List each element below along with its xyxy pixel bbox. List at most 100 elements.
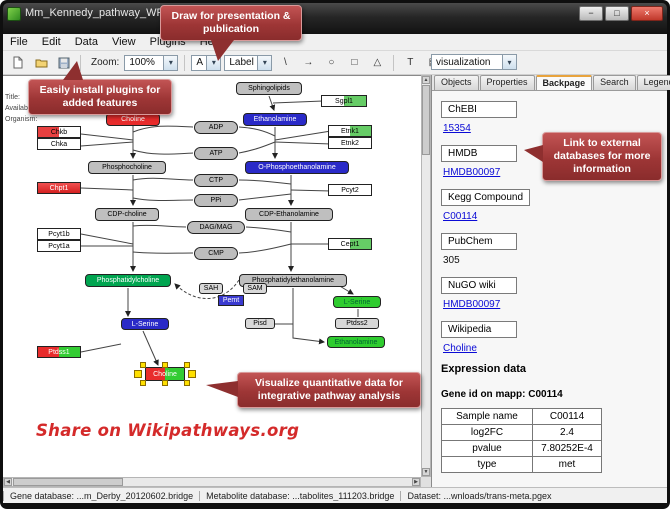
pathway-node-cmp[interactable]: CMP xyxy=(194,247,238,260)
pathway-node-pcyt1b[interactable]: Pcyt1b xyxy=(37,228,81,240)
scroll-up-icon[interactable]: ▲ xyxy=(422,76,430,84)
vertical-scrollbar[interactable]: ▲ ▼ xyxy=(421,75,431,477)
pathway-node-cept1[interactable]: Cept1 xyxy=(328,238,372,250)
scrollbar-corner xyxy=(421,477,431,487)
pathway-node-pcyt2[interactable]: Pcyt2 xyxy=(328,184,372,196)
minimize-button[interactable]: − xyxy=(579,6,603,21)
oval-tool-button[interactable]: ○ xyxy=(321,53,341,73)
chevron-down-icon[interactable] xyxy=(502,55,516,69)
callout-pointer-left-icon xyxy=(206,381,238,397)
tab-search[interactable]: Search xyxy=(593,75,636,90)
pathway-edges xyxy=(80,95,359,366)
statusbar: Gene database: ...m_Derby_20120602.bridg… xyxy=(3,487,667,503)
wikipedia-link[interactable]: Choline xyxy=(443,343,477,354)
chevron-down-icon[interactable] xyxy=(257,55,272,70)
tab-legend[interactable]: Legend xyxy=(636,75,670,90)
selection-handle[interactable] xyxy=(162,380,168,386)
pathway-node-chkb[interactable]: Chkb xyxy=(37,126,81,138)
pathway-node-phosphatidylcholine[interactable]: Phosphatidylcholine xyxy=(85,274,171,287)
pathway-node-ethanolamine[interactable]: Ethanolamine xyxy=(243,113,307,126)
pathway-node-pcyt1a[interactable]: Pcyt1a xyxy=(37,240,81,252)
table-cell: C00114 xyxy=(532,408,602,425)
selection-handle[interactable] xyxy=(184,380,190,386)
pathway-node-phosphocholine[interactable]: Phosphocholine xyxy=(88,161,166,174)
vertical-scroll-thumb[interactable] xyxy=(422,85,430,155)
pathway-node-atp[interactable]: ATP xyxy=(194,147,238,160)
selection-handle[interactable] xyxy=(134,370,142,378)
nugo-link[interactable]: HMDB00097 xyxy=(443,299,501,310)
expression-data-title: Expression data xyxy=(441,363,526,375)
hmdb-link[interactable]: HMDB00097 xyxy=(443,167,501,178)
oval-icon: ○ xyxy=(328,57,335,68)
tab-objects[interactable]: Objects xyxy=(434,75,479,90)
tab-properties[interactable]: Properties xyxy=(479,75,535,90)
pathway-node-sgpl1[interactable]: Sgpl1 xyxy=(321,95,367,107)
pathway-node-adp[interactable]: ADP xyxy=(194,121,238,134)
callout-plugins: Easily install plugins for added feature… xyxy=(28,61,172,116)
pathway-node-pisd[interactable]: Pisd xyxy=(245,318,275,329)
pathway-node-o-phosphoethanolamine[interactable]: O-Phosphoethanolamine xyxy=(245,161,349,174)
table-cell: pvalue xyxy=(441,440,533,457)
menu-file[interactable]: File xyxy=(10,36,28,48)
arrow-tool-button[interactable]: → xyxy=(298,53,318,73)
pathway-node-l-serine[interactable]: L-Serine xyxy=(333,296,381,308)
menu-data[interactable]: Data xyxy=(74,36,98,48)
pathway-canvas[interactable]: Title: Availability: Organism: xyxy=(3,75,421,477)
open-file-button[interactable] xyxy=(31,53,51,73)
label-combobox[interactable]: Label xyxy=(224,54,273,71)
new-file-icon xyxy=(13,56,23,69)
horizontal-scroll-thumb[interactable] xyxy=(13,478,123,486)
pathway-node-chka[interactable]: Chka xyxy=(37,138,81,150)
callout-draw: Draw for presentation & publication xyxy=(160,5,302,62)
selection-handle[interactable] xyxy=(188,370,196,378)
pathway-node-etnk2[interactable]: Etnk2 xyxy=(328,137,372,149)
callout-pointer-down-icon xyxy=(211,40,234,62)
pathway-node-etnk1[interactable]: Etnk1 xyxy=(328,125,372,137)
menu-edit[interactable]: Edit xyxy=(41,36,61,48)
pathway-node-l-serine[interactable]: L-Serine xyxy=(121,318,169,330)
table-cell: 2.4 xyxy=(532,424,602,441)
line-tool-button[interactable]: \ xyxy=(275,53,295,73)
pathway-node-ppi[interactable]: PPi xyxy=(194,194,238,207)
pathway-node-pemt[interactable]: Pemt xyxy=(218,295,244,306)
gene-id-line: Gene id on mapp: C00114 xyxy=(441,389,563,400)
maximize-button[interactable]: □ xyxy=(605,6,629,21)
scroll-left-icon[interactable]: ◀ xyxy=(4,478,12,486)
pathway-node-chpt1[interactable]: Chpt1 xyxy=(37,182,81,194)
selection-handle[interactable] xyxy=(140,362,146,368)
zoom-combobox[interactable]: 100% xyxy=(124,54,179,71)
scroll-right-icon[interactable]: ▶ xyxy=(412,478,420,486)
pathway-node-sah[interactable]: SAH xyxy=(199,283,223,294)
pathway-node-sam[interactable]: SAM xyxy=(243,283,267,294)
pathway-node-choline[interactable]: Choline xyxy=(145,367,185,381)
chebi-link[interactable]: 15354 xyxy=(443,123,471,134)
table-cell: 7.80252E-4 xyxy=(532,440,602,457)
close-button[interactable]: × xyxy=(631,6,663,21)
selection-handle[interactable] xyxy=(184,362,190,368)
tab-backpage[interactable]: Backpage xyxy=(535,75,593,90)
pathway-node-ethanolamine[interactable]: Ethanolamine xyxy=(327,336,385,348)
scroll-down-icon[interactable]: ▼ xyxy=(422,468,430,476)
pathway-node-sphingolipids[interactable]: Sphingolipids xyxy=(236,82,302,95)
selection-handle[interactable] xyxy=(162,362,168,368)
menu-view[interactable]: View xyxy=(111,36,136,48)
pathway-node-cdp-ethanolamine[interactable]: CDP-Ethanolamine xyxy=(245,208,333,221)
pathway-node-cdp-choline[interactable]: CDP-choline xyxy=(95,208,159,221)
kegg-link[interactable]: C00114 xyxy=(443,211,478,222)
visualization-combobox[interactable]: visualization xyxy=(431,54,517,70)
callout-pointer-left-icon xyxy=(524,145,543,162)
pathway-node-ptdss1[interactable]: Ptdss1 xyxy=(37,346,81,358)
text-tool-button[interactable]: T xyxy=(400,53,420,73)
pathway-node-dag-mag[interactable]: DAG/MAG xyxy=(187,221,245,234)
chevron-down-icon[interactable] xyxy=(163,55,178,70)
horizontal-scrollbar[interactable]: ◀ ▶ xyxy=(3,477,421,487)
titlebar: Mm_Kennedy_pathway_WP1771_45176.gpml − □… xyxy=(3,3,667,34)
new-file-button[interactable] xyxy=(8,53,28,73)
pathway-node-ctp[interactable]: CTP xyxy=(194,174,238,187)
infobox-availability-label: Availability: xyxy=(5,105,40,112)
selection-handle[interactable] xyxy=(140,380,146,386)
pathway-node-ptdss2[interactable]: Ptdss2 xyxy=(335,318,379,329)
rect-tool-button[interactable]: □ xyxy=(344,53,364,73)
polygon-tool-button[interactable]: △ xyxy=(367,53,387,73)
